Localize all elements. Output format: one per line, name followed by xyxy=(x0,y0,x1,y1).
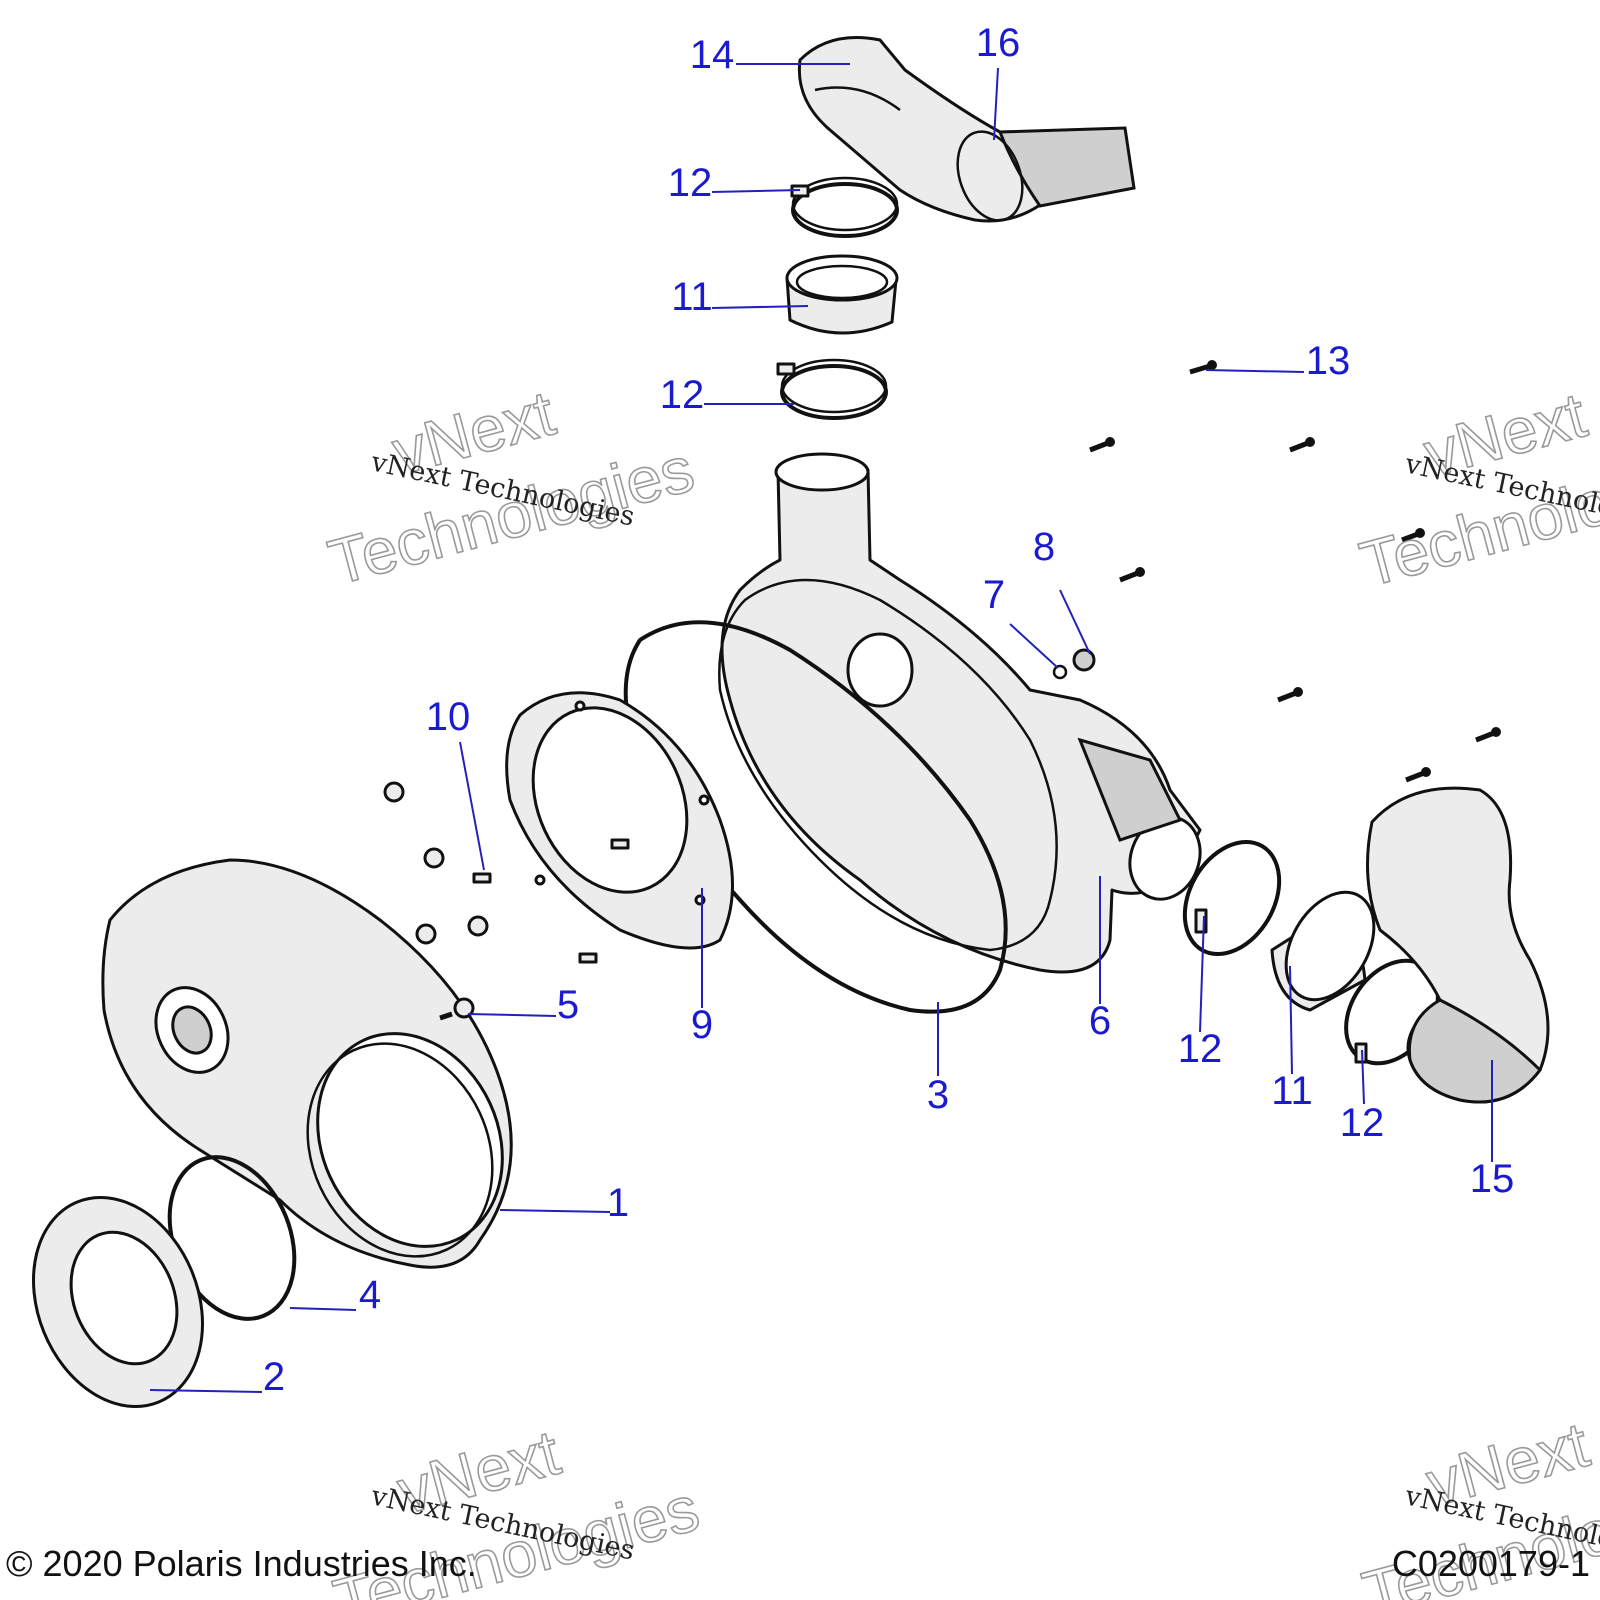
diagram-code: C0200179-1 xyxy=(1392,1543,1590,1584)
callout-leader-10 xyxy=(711,305,809,309)
part-2-cover-cap xyxy=(32,1195,204,1409)
part-11-right-coupler xyxy=(1270,890,1376,1012)
callout-leader-19 xyxy=(993,67,999,141)
callout-leader-6 xyxy=(1009,623,1059,669)
bolt-m xyxy=(610,838,630,850)
callout-label-2: 3 xyxy=(927,1073,949,1117)
callout-leader-11 xyxy=(1289,965,1293,1075)
callout-leader-1 xyxy=(149,1389,263,1393)
bolt-d xyxy=(1277,687,1303,703)
callout-label-18: 15 xyxy=(1470,1157,1515,1201)
part-12-upper-clamp xyxy=(790,176,899,238)
bolt-j xyxy=(415,923,437,945)
callout-leader-14 xyxy=(1199,915,1205,1033)
bolt-13 xyxy=(1189,360,1217,375)
bolt-c xyxy=(1119,567,1145,583)
callout-leader-12 xyxy=(711,189,801,193)
fastener-bolts xyxy=(383,360,1501,1021)
callout-label-10: 11 xyxy=(671,275,713,319)
washer-7 xyxy=(1052,664,1068,680)
callout-label-8: 9 xyxy=(691,1003,713,1047)
bolt-k xyxy=(467,915,489,937)
callout-label-3: 4 xyxy=(359,1273,381,1317)
callout-label-6: 7 xyxy=(983,573,1005,617)
callout-leader-3 xyxy=(289,1307,357,1311)
callout-label-1: 2 xyxy=(263,1355,285,1399)
callout-label-11: 11 xyxy=(1271,1069,1313,1113)
bolt-a xyxy=(1089,437,1115,453)
bolt-5 xyxy=(439,997,475,1021)
callout-leader-0 xyxy=(499,1209,611,1213)
callout-label-15: 12 xyxy=(1340,1101,1385,1145)
callout-label-19: 16 xyxy=(976,21,1021,65)
bolt-h xyxy=(383,781,405,803)
callout-label-16: 13 xyxy=(1306,339,1351,383)
bolt-l xyxy=(578,952,598,964)
bolt-f xyxy=(1405,767,1431,783)
callout-leader-15 xyxy=(1361,1049,1365,1105)
callout-label-17: 14 xyxy=(690,33,735,77)
bolt-g xyxy=(1401,528,1425,543)
callout-leader-4 xyxy=(467,1013,557,1017)
callout-label-14: 12 xyxy=(1178,1027,1223,1071)
bolt-i xyxy=(423,847,445,869)
callout-label-9: 10 xyxy=(426,695,471,739)
nut-8 xyxy=(1072,648,1096,672)
part-15-outlet-duct xyxy=(1366,786,1550,1104)
callout-label-12: 12 xyxy=(668,161,713,205)
callout-label-13: 12 xyxy=(660,373,705,417)
part-1-outer-cover xyxy=(101,858,513,1269)
bolt-e xyxy=(1475,727,1501,743)
callout-label-0: 1 xyxy=(607,1181,629,1225)
part-14-intake-duct xyxy=(797,36,1136,223)
callout-leader-16 xyxy=(1205,369,1305,373)
copyright-text: © 2020 Polaris Industries Inc. xyxy=(6,1543,477,1584)
part-6-inner-cover xyxy=(718,452,1202,974)
callout-label-7: 8 xyxy=(1033,525,1055,569)
callout-label-5: 6 xyxy=(1089,999,1111,1043)
bolt-b xyxy=(1289,437,1315,453)
watermark-group: vNext Technologies vNext Technologies vN… xyxy=(321,376,1600,1600)
bolt-10 xyxy=(472,872,492,884)
callout-leader-9 xyxy=(459,741,485,871)
callout-label-4: 5 xyxy=(557,983,579,1027)
part-11-upper-coupler xyxy=(785,254,899,335)
part-9-inner-plate xyxy=(505,691,734,950)
part-12-middle-clamp xyxy=(776,358,888,420)
callout-leader-7 xyxy=(1059,589,1091,655)
